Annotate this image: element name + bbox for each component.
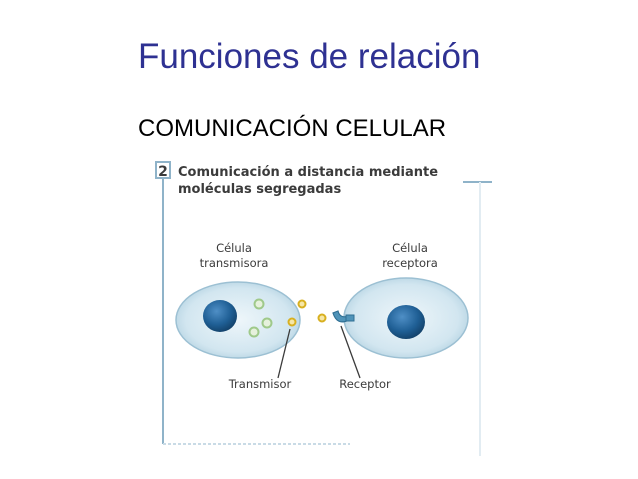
cell-left-label-line1: Célula — [216, 241, 252, 255]
receptor-pointer — [340, 325, 361, 379]
cell-left-label-line2: transmisora — [200, 256, 269, 270]
slide-subtitle: COMUNICACIÓN CELULAR — [138, 115, 447, 142]
transmitting-cell — [175, 281, 301, 359]
signal-molecules — [287, 299, 327, 327]
receiving-cell — [332, 277, 469, 359]
figure-heading-line1: Comunicación a distancia mediante — [178, 165, 438, 180]
transmitting-cell-nucleus — [203, 300, 237, 332]
slide-title: Funciones de relación — [138, 37, 481, 76]
signal-molecule — [297, 299, 307, 309]
transmitter-label: Transmisor — [228, 377, 292, 391]
receiving-cell-nucleus — [387, 305, 425, 339]
transmitter-pointer — [277, 328, 291, 379]
receptor-label: Receptor — [339, 377, 391, 391]
vesicle — [248, 326, 260, 338]
vesicle — [253, 298, 265, 310]
receptor-stem — [345, 314, 355, 322]
figure-number: 2 — [158, 164, 168, 180]
cell-right-label-line1: Célula — [392, 241, 428, 255]
signal-molecule — [317, 313, 327, 323]
cell-right-label-line2: receptora — [382, 256, 438, 270]
signal-molecule — [287, 317, 297, 327]
vesicle — [261, 317, 273, 329]
figure-heading-line2: moléculas segregadas — [178, 182, 341, 197]
figure-canvas: 2 Comunicación a distancia mediante molé… — [155, 161, 492, 456]
cell-communication-figure: 2 Comunicación a distancia mediante molé… — [150, 156, 496, 462]
